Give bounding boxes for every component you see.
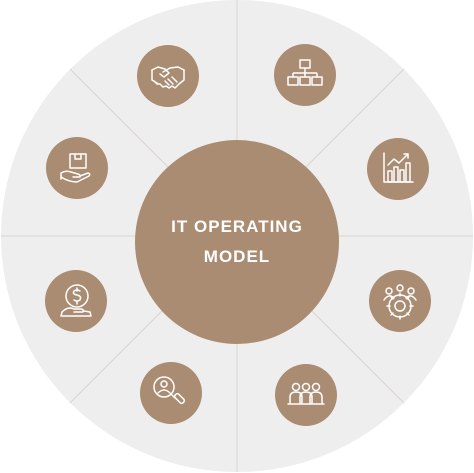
search-person-icon-circle: [140, 362, 202, 424]
center-circle: [135, 140, 339, 344]
org-chart-icon: [287, 59, 323, 86]
people-group-icon: [287, 382, 325, 405]
dollar-hand-icon: [60, 284, 92, 317]
bar-chart-growth-icon: [383, 152, 414, 183]
team-gear-icon: [383, 284, 417, 320]
people-group-icon-circle: [275, 364, 337, 426]
box-hand-icon: [60, 153, 91, 183]
handshake-icon: [151, 66, 185, 89]
handshake-icon-circle: [137, 45, 199, 107]
search-person-icon: [153, 376, 186, 405]
